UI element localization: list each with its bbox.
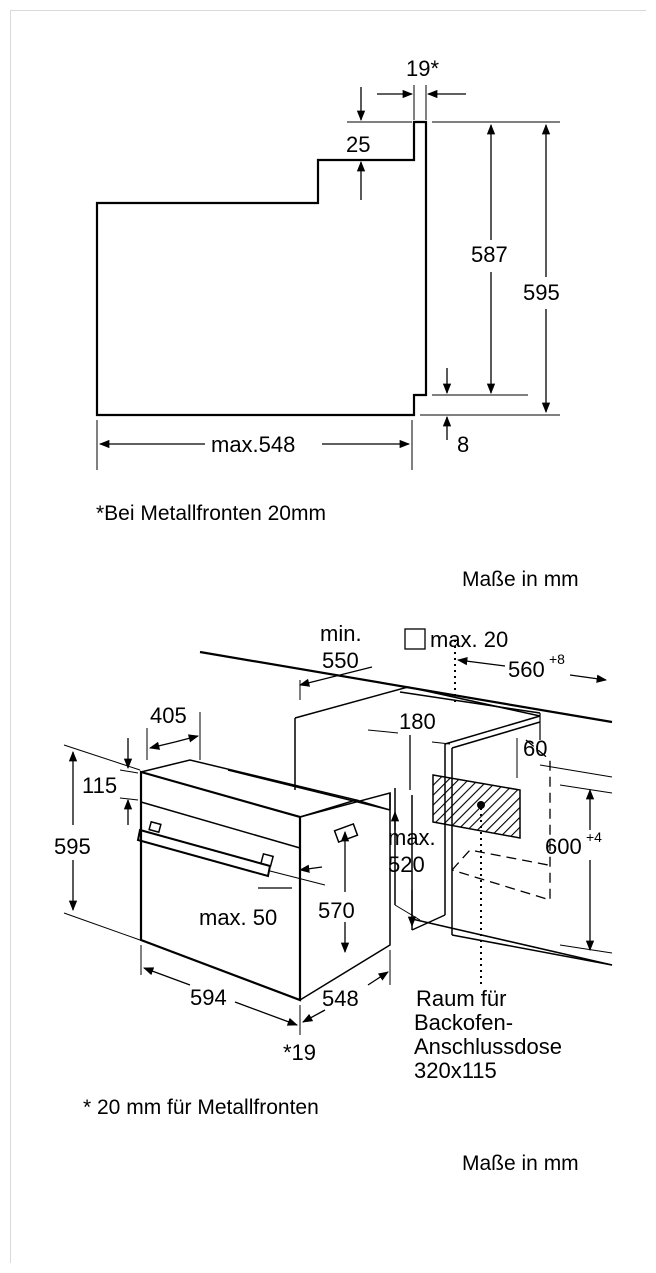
side-view: 19* 25 587 595 8 max.548 *Bei Metallfron… [95,56,579,591]
label-180: 180 [399,709,436,734]
label-594: 594 [190,985,227,1010]
label-405: 405 [150,703,187,728]
label-595-install: 595 [54,834,91,859]
label-60: 60 [523,736,547,761]
label-570: 570 [318,898,355,923]
socket-marker [477,801,485,809]
footnote-install: * 20 mm für Metallfronten [83,1096,319,1119]
label-587: 587 [471,242,508,267]
oven-handle [136,828,272,878]
socket-text-2: Backofen- [414,1010,513,1035]
installation-view: max. 20 min. 550 560 +8 405 180 60 115 [54,621,613,1175]
socket-text-3: Anschlussdose [414,1034,562,1059]
socket-text-4: 320x115 [414,1058,497,1083]
label-25: 25 [346,132,370,157]
label-600: 600 [545,834,582,859]
label-19: 19* [406,56,439,81]
socket-text-1: Raum für [416,986,506,1011]
label-548-install: 548 [322,986,359,1011]
label-19-install: *19 [283,1040,316,1065]
units-side: Maße in mm [462,568,579,591]
label-520: 520 [388,852,425,877]
label-115: 115 [82,773,117,798]
page-frame [10,10,646,1263]
label-600-tol: +4 [586,829,602,845]
socket-area-hatched [432,774,521,839]
oven-side-outline [95,120,428,417]
label-min: min. [320,621,362,646]
units-install: Maße in mm [462,1152,579,1175]
footnote-side: *Bei Metallfronten 20mm [96,502,326,525]
label-550: 550 [322,648,359,673]
label-8: 8 [457,432,469,457]
label-max548: max.548 [211,432,295,457]
oven-front-face [139,770,302,1002]
label-560-tol: +8 [549,651,565,667]
label-max20: max. 20 [430,627,508,652]
label-max50: max. 50 [199,905,277,930]
label-595-side: 595 [523,280,560,305]
square-symbol [404,628,426,650]
label-560: 560 [508,657,545,682]
label-max: max. [388,825,436,850]
